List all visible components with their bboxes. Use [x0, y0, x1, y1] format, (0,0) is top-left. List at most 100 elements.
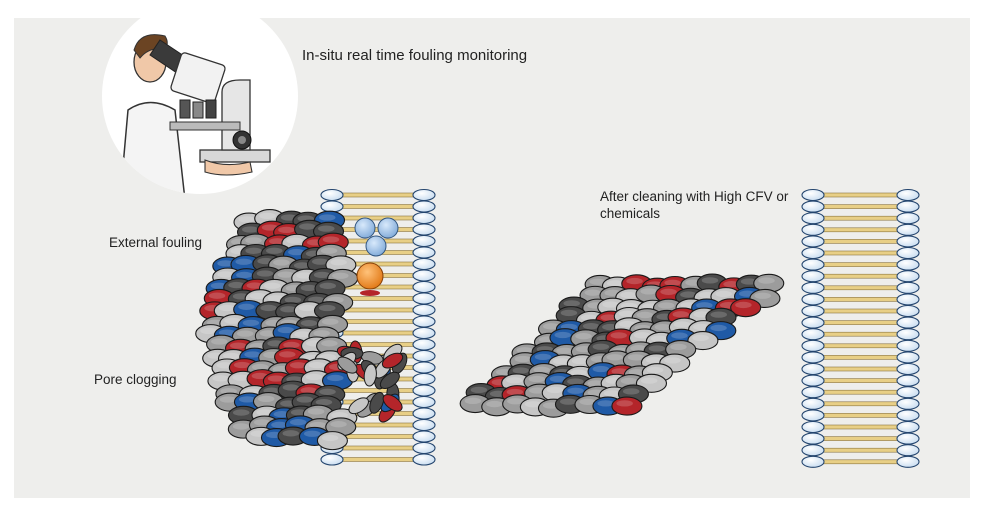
- foulant-particle: [316, 431, 348, 451]
- foulant-highlight: [219, 396, 237, 403]
- foulant-highlight: [256, 270, 274, 277]
- foulant-highlight: [278, 226, 295, 233]
- membrane-tail: [812, 389, 909, 395]
- foulant-highlight: [589, 278, 607, 285]
- foulant-highlight: [710, 311, 727, 318]
- foulant-highlight: [640, 377, 658, 384]
- membrane-head: [412, 257, 436, 271]
- membrane-tail: [812, 378, 909, 383]
- membrane-head: [412, 361, 436, 374]
- foulant-highlight: [299, 223, 316, 230]
- foulant-highlight: [671, 332, 688, 339]
- foulant-highlight: [664, 279, 681, 286]
- membrane-head: [801, 420, 825, 434]
- pore-ball-blue: [354, 217, 376, 239]
- foulant-highlight: [211, 338, 228, 345]
- foulant-highlight: [249, 292, 267, 300]
- foulant-highlight: [279, 351, 296, 358]
- membrane-head: [801, 374, 825, 387]
- foulant-highlight: [693, 323, 710, 331]
- title-label: In-situ real time fouling monitoring: [302, 47, 528, 64]
- membrane-head: [801, 246, 825, 260]
- foulant-highlight: [636, 311, 654, 319]
- foulant-highlight: [277, 326, 295, 334]
- membrane-head: [412, 384, 436, 397]
- foulant-highlight: [267, 295, 285, 302]
- membrane-head: [896, 351, 920, 364]
- foulant-highlight: [592, 343, 610, 350]
- foulant-highlight: [618, 310, 636, 317]
- membrane-head: [896, 188, 920, 202]
- foulant-highlight: [296, 272, 313, 279]
- membrane-head: [412, 200, 436, 213]
- foulant-highlight: [245, 247, 262, 254]
- foulant-highlight: [715, 290, 732, 298]
- foulant-highlight: [288, 248, 305, 256]
- pore-clogging-label: Pore clogging: [94, 372, 177, 387]
- foulant-highlight: [696, 302, 713, 309]
- foulant-highlight: [670, 343, 687, 351]
- foulant-highlight: [238, 303, 255, 310]
- membrane-head: [896, 386, 920, 399]
- pore-clog-particle: [348, 397, 369, 415]
- foulant-highlight: [200, 327, 217, 335]
- foulant-highlight: [735, 301, 752, 309]
- foulant-highlight: [587, 380, 605, 387]
- foulant-highlight: [606, 354, 624, 361]
- foulant-highlight: [217, 271, 234, 278]
- membrane-head: [896, 397, 920, 410]
- foulant-highlight: [232, 374, 250, 381]
- foulant-highlight: [592, 365, 610, 373]
- foulant-highlight: [553, 358, 570, 365]
- foulant-highlight: [257, 395, 275, 402]
- foulant-highlight: [289, 362, 307, 369]
- membrane-head: [896, 246, 920, 260]
- membrane-tail: [812, 239, 909, 244]
- membrane-head: [801, 351, 825, 364]
- membrane-head: [896, 409, 920, 422]
- membrane-head: [896, 455, 920, 468]
- foulant-highlight: [307, 408, 325, 415]
- membrane-head: [412, 418, 436, 432]
- foulant-highlight: [672, 311, 690, 318]
- foulant-highlight: [298, 304, 316, 312]
- foulant-highlight: [266, 247, 283, 254]
- foulant-highlight: [626, 277, 643, 285]
- foulant-highlight: [650, 335, 668, 342]
- membrane-head: [412, 292, 436, 305]
- foulant-highlight: [543, 323, 560, 330]
- foulant-highlight: [283, 341, 300, 349]
- foulant-highlight: [267, 375, 285, 382]
- membrane-tail: [812, 227, 909, 233]
- membrane-head: [412, 280, 436, 294]
- foulant-highlight: [627, 354, 645, 361]
- foulant-highlight: [253, 419, 271, 426]
- foulant-highlight: [260, 304, 277, 312]
- foulant-highlight: [277, 271, 295, 278]
- pore-ball-red: [360, 290, 380, 296]
- membrane-head: [412, 338, 436, 351]
- membrane-head: [412, 269, 436, 282]
- foulant-highlight: [236, 330, 254, 337]
- foulant-highlight: [680, 291, 697, 298]
- foulant-highlight: [313, 330, 330, 337]
- foulant-highlight: [579, 398, 596, 405]
- foulant-highlight: [315, 399, 333, 406]
- membrane-tail: [812, 273, 909, 279]
- foulant-highlight: [571, 357, 589, 365]
- pore-clog-particle: [369, 391, 385, 414]
- foulant-highlight: [321, 340, 338, 347]
- membrane-head: [801, 432, 825, 445]
- membrane-head: [801, 386, 825, 399]
- foulant-highlight: [300, 387, 318, 394]
- foulant-highlight: [222, 352, 240, 360]
- foulant-highlight: [327, 374, 344, 382]
- membrane-head: [412, 453, 436, 466]
- foulant-highlight: [217, 260, 234, 267]
- foulant-highlight: [230, 342, 247, 349]
- membrane-head: [320, 188, 344, 202]
- membrane-head: [412, 407, 436, 420]
- foulant-highlight: [232, 423, 250, 430]
- membrane-tail: [812, 355, 909, 360]
- foulant-highlight: [235, 258, 252, 265]
